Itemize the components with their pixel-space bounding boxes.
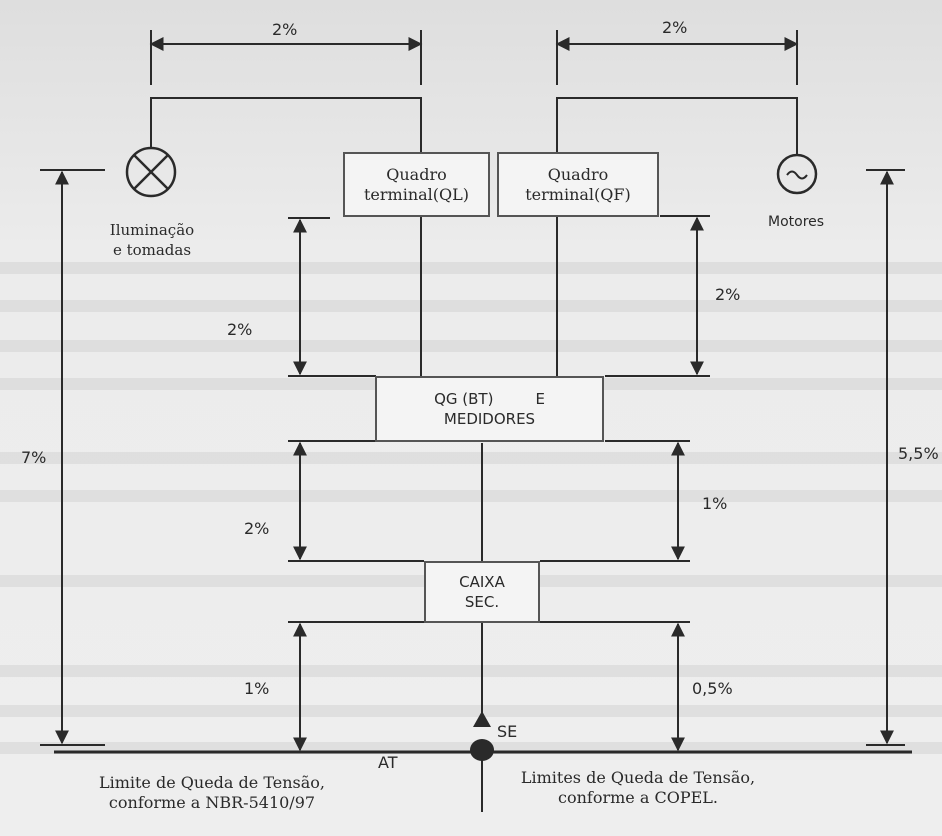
- background-text-line: [0, 705, 942, 717]
- motor-symbol: [776, 153, 818, 195]
- ql-qg-percentage: 2%: [227, 320, 253, 339]
- transformer-dot: [470, 739, 494, 761]
- top-left-percentage: 2%: [272, 20, 298, 39]
- qf-qg-percentage: 2%: [715, 285, 741, 304]
- bottom-left-line1: Limite de Queda de Tensão,: [98, 773, 326, 792]
- caixa-line1: CAIXA: [459, 573, 505, 591]
- ql-line1: Quadro: [386, 164, 447, 184]
- background-text-line: [0, 300, 942, 312]
- qg-line2: MEDIDORES: [443, 410, 536, 428]
- caixa-at-left-percentage: 1%: [244, 679, 270, 698]
- caixa-at-right-percentage: 0,5%: [692, 679, 733, 698]
- lighting-label: Iluminação e tomadas: [104, 220, 200, 260]
- qf-line1: Quadro: [547, 164, 609, 184]
- top-right-percentage: 2%: [662, 18, 688, 37]
- qg-caixa-right-percentage: 1%: [702, 494, 728, 513]
- quadro-terminal-qf-box: Quadro terminal(QF): [497, 152, 659, 217]
- lighting-circuit-wire: [150, 97, 422, 152]
- background-text-line: [0, 262, 942, 274]
- background-text-line: [0, 452, 942, 464]
- qg-line1: QG (BT): [434, 390, 494, 408]
- lamp-symbol: [125, 146, 177, 198]
- motor-circuit-wire: [556, 97, 798, 155]
- se-arrow-icon: [473, 711, 491, 727]
- qf-line2: terminal(QF): [525, 184, 631, 204]
- background-text-line: [0, 665, 942, 677]
- right-total-percentage: 5,5%: [898, 444, 939, 463]
- bottom-right-line2: conforme a COPEL.: [558, 788, 718, 807]
- at-label: AT: [378, 753, 398, 772]
- motors-label: Motores: [768, 214, 825, 230]
- caixa-sec-box: CAIXA SEC.: [424, 561, 540, 623]
- quadro-terminal-ql-box: Quadro terminal(QL): [343, 152, 490, 217]
- qg-caixa-left-percentage: 2%: [244, 519, 270, 538]
- qg-medidores-box: QG (BT) E MEDIDORES: [375, 376, 604, 442]
- lighting-label-line2: e tomadas: [112, 241, 192, 259]
- bottom-right-caption: Limites de Queda de Tensão, conforme a C…: [513, 768, 763, 808]
- se-label: SE: [497, 722, 518, 741]
- bottom-left-caption: Limite de Queda de Tensão, conforme a NB…: [72, 773, 352, 813]
- bottom-left-line2: conforme a NBR-5410/97: [108, 793, 316, 812]
- bottom-right-line1: Limites de Queda de Tensão,: [520, 768, 756, 787]
- caixa-line2: SEC.: [464, 593, 500, 611]
- left-total-percentage: 7%: [21, 448, 47, 467]
- ql-line2: terminal(QL): [363, 184, 470, 204]
- background-text-line: [0, 340, 942, 352]
- background-text-line: [0, 490, 942, 502]
- lighting-label-line1: Iluminação: [109, 221, 195, 239]
- qg-line1b: E: [535, 390, 545, 408]
